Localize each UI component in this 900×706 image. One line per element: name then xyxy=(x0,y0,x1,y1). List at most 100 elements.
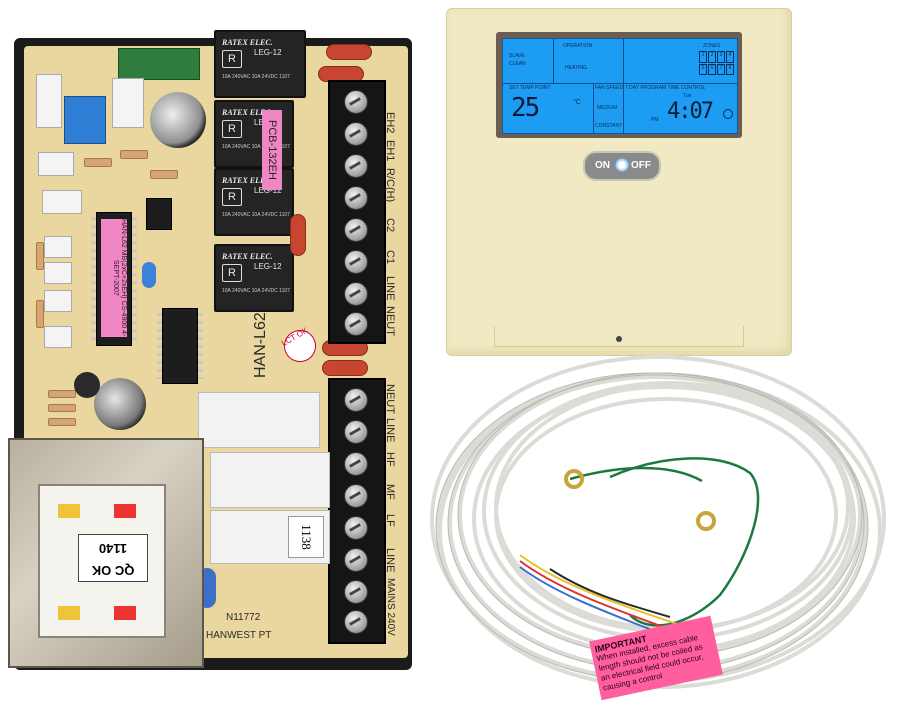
electrolytic-capacitor xyxy=(94,378,146,430)
screw-terminal[interactable] xyxy=(344,90,368,114)
screw-terminal[interactable] xyxy=(344,122,368,146)
terminal-label-mains: MAINS 240V xyxy=(385,578,396,636)
on-label: ON xyxy=(595,160,610,171)
transformer-bobbin: QC OK 1140 xyxy=(38,484,166,638)
signal-wire xyxy=(549,568,671,618)
lcd-display: SLAVE CLEAN OPERATION HEATING ZONES 1 2 … xyxy=(502,38,738,134)
lcd-cell xyxy=(553,39,624,84)
screw-hole xyxy=(616,336,622,342)
lcd-program-label: 7 DAY PROGRAM TIME CONTROL xyxy=(625,85,706,91)
white-connector xyxy=(44,262,72,284)
resistor xyxy=(48,404,76,412)
relay-logo-icon: R xyxy=(222,120,242,138)
white-connector xyxy=(38,152,74,176)
ic-chip xyxy=(157,308,203,384)
resistor xyxy=(48,418,76,426)
terminal-label-line: LINE xyxy=(384,276,396,301)
maker-name: HANWEST PT xyxy=(206,630,272,641)
terminal-pad xyxy=(114,606,136,620)
white-relay: 1138 xyxy=(210,510,330,564)
white-connector xyxy=(112,78,144,128)
white-relay xyxy=(210,452,330,508)
lcd-clean: CLEAN xyxy=(509,61,526,67)
green-terminal-block xyxy=(118,48,200,80)
screw-terminal[interactable] xyxy=(344,420,368,444)
terminal-label-lf: LF xyxy=(384,514,396,527)
lcd-slave: SLAVE xyxy=(509,53,525,59)
ground-wire xyxy=(609,457,760,627)
resistor xyxy=(36,242,44,270)
terminal-label-eh1: EH1 xyxy=(384,140,396,162)
lcd-zones-label: ZONES xyxy=(703,43,721,49)
lcd-cell xyxy=(503,39,554,84)
microcontroller-chip: HAN-L62 MB(2xC+2xEH) CS-4900 4-SEPT-2007 xyxy=(91,212,137,346)
screw-terminal[interactable] xyxy=(344,312,368,336)
chip-label: HAN-L62 MB(2xC+2xEH) CS-4900 4-SEPT-2007 xyxy=(101,219,127,337)
terminal-pad xyxy=(114,504,136,518)
board-model-text: HAN-L62 xyxy=(252,312,269,378)
signal-wire xyxy=(519,554,681,626)
red-capacitor xyxy=(326,44,372,60)
resistor xyxy=(84,158,112,167)
terminal-label-line-lower: LINE xyxy=(384,418,396,443)
terminal-label-hf: HF xyxy=(384,452,396,467)
white-relay xyxy=(198,392,320,448)
lcd-heating: HEATING xyxy=(565,65,587,71)
blue-capacitor xyxy=(142,262,156,288)
relay-sticker: 1138 xyxy=(288,516,324,558)
lcd-fan-speed-label: FAN SPEED xyxy=(595,85,624,91)
lcd-constant: CONSTANT xyxy=(595,123,623,129)
screw-terminal[interactable] xyxy=(344,250,368,274)
pcb-label-sticker: PCB-132EH xyxy=(262,110,282,190)
screw-terminal[interactable] xyxy=(344,610,368,634)
lcd-temp-unit: °C xyxy=(573,99,581,106)
terminal-label-neut-lower: NEUT xyxy=(384,384,396,414)
resistor xyxy=(120,150,148,159)
relay-3: RATEX ELEC. R LEG-12 10A 240VAC 10A 24VD… xyxy=(214,168,294,236)
lcd-operation-label: OPERATION xyxy=(563,43,593,49)
terminal-label-rc: R/C(H) xyxy=(384,168,396,203)
on-off-button[interactable]: ON OFF xyxy=(583,151,661,181)
lcd-set-temp-label: SET TEMP POINT xyxy=(509,85,551,91)
coin-battery xyxy=(150,92,206,148)
white-connector xyxy=(44,236,72,258)
dip-switch xyxy=(64,96,106,144)
terminal-pad xyxy=(58,504,80,518)
screw-terminal[interactable] xyxy=(344,218,368,242)
relay-logo-icon: R xyxy=(222,188,242,206)
white-connector xyxy=(44,290,72,312)
ring-terminal-icon xyxy=(696,511,716,531)
red-capacitor xyxy=(290,214,306,256)
screw-terminal[interactable] xyxy=(344,580,368,604)
screw-terminal[interactable] xyxy=(344,186,368,210)
relay-1: RATEX ELEC. R LEG-12 10A 240VAC 10A 24VD… xyxy=(214,30,306,98)
white-connector xyxy=(42,190,82,214)
relay-logo-icon: R xyxy=(222,264,242,282)
off-label: OFF xyxy=(631,160,651,171)
white-connector xyxy=(44,326,72,348)
screw-terminal[interactable] xyxy=(344,154,368,178)
capacitor xyxy=(74,372,100,398)
lcd-zone-grid: 1 2 3 4 5 6 7 8 xyxy=(699,51,734,75)
lcd-time: 4:07 xyxy=(667,99,714,124)
screw-terminal[interactable] xyxy=(344,484,368,508)
thermostat-cover-slot xyxy=(494,326,744,347)
signal-wire xyxy=(519,560,681,634)
lcd-cell xyxy=(593,83,624,133)
screw-terminal[interactable] xyxy=(344,452,368,476)
screw-terminal[interactable] xyxy=(344,282,368,306)
terminal-label-line-mains: LINE xyxy=(384,548,396,573)
resistor xyxy=(150,170,178,179)
ground-wire xyxy=(569,466,703,483)
screw-terminal[interactable] xyxy=(344,388,368,412)
relay-2: RATEX ELEC. R LEG-12 10A 240VAC 10A 24VD… xyxy=(214,100,294,168)
screw-terminal[interactable] xyxy=(344,516,368,540)
white-connector xyxy=(36,74,62,128)
relay-logo-icon: R xyxy=(222,50,242,68)
ring-terminal-icon xyxy=(564,469,584,489)
lcd-cell xyxy=(623,39,737,84)
lcd-fan-value: MEDIUM xyxy=(597,105,618,111)
screw-terminal[interactable] xyxy=(344,548,368,572)
terminal-label-mf: MF xyxy=(384,484,396,500)
red-capacitor xyxy=(322,360,368,376)
